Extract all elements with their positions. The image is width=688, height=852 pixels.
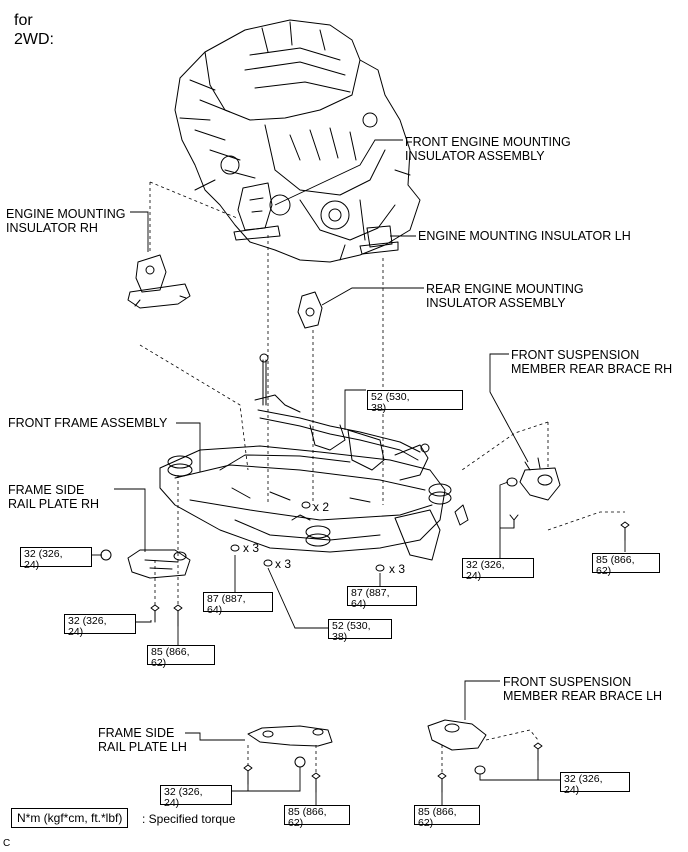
legend-unit-box: N*m (kgf*cm, ft.*lbf) bbox=[11, 808, 129, 828]
torque-value-cont: 24) bbox=[24, 559, 40, 571]
torque-value-cont: 24) bbox=[564, 784, 580, 796]
torque-value: 52 (530, bbox=[332, 620, 371, 632]
torque-value: 32 (326, bbox=[466, 559, 505, 571]
torque-box-85-brace-rh: 85 (866, 62) bbox=[592, 553, 660, 577]
label-front-susp-brace-rh-1: FRONT SUSPENSION bbox=[511, 348, 640, 362]
torque-value: 85 (866, bbox=[151, 646, 190, 658]
torque-value-cont: 62) bbox=[596, 565, 612, 577]
torque-box-32-rail-lh: 32 (326, 24) bbox=[160, 785, 232, 809]
torque-value-cont: 64) bbox=[351, 598, 367, 610]
torque-value-cont: 38) bbox=[332, 631, 348, 643]
torque-box-85-rail-lh: 85 (866, 62) bbox=[284, 805, 350, 829]
label-rear-engine-mounting-1: REAR ENGINE MOUNTING bbox=[426, 282, 584, 296]
torque-box-85-brace-lh: 85 (866, 62) bbox=[414, 805, 480, 829]
torque-box-52-lower: 52 (530, 38) bbox=[328, 619, 392, 643]
figure-reference: C bbox=[3, 838, 11, 849]
torque-value: 32 (326, bbox=[68, 615, 107, 627]
torque-box-85-rail-rh: 85 (866, 62) bbox=[147, 645, 215, 669]
torque-value: 87 (887, bbox=[351, 587, 390, 599]
front-suspension-member-rear-brace-rh-drawing bbox=[506, 457, 561, 529]
rear-engine-mounting-insulator-drawing bbox=[297, 291, 323, 329]
torque-value: 87 (887, bbox=[207, 593, 246, 605]
alignment-lines bbox=[139, 181, 625, 772]
leader-lines bbox=[92, 139, 626, 805]
label-front-engine-mounting-2: INSULATOR ASSEMBLY bbox=[405, 149, 545, 163]
label-rear-engine-mounting-2: INSULATOR ASSEMBLY bbox=[426, 296, 566, 310]
qty-x3-left: x 3 bbox=[243, 541, 260, 555]
engine-mounting-insulator-rh-drawing bbox=[127, 254, 191, 309]
frame-side-rail-plate-rh-drawing bbox=[100, 549, 191, 579]
torque-box-32-brace-lh: 32 (326, 24) bbox=[560, 772, 630, 796]
label-front-susp-brace-rh-2: MEMBER REAR BRACE RH bbox=[511, 362, 673, 376]
qty-x3-center: x 3 bbox=[275, 557, 292, 571]
torque-value: 85 (866, bbox=[288, 806, 327, 818]
variant-label-line1: for bbox=[14, 12, 33, 29]
variant-label-line2: 2WD: bbox=[14, 31, 54, 48]
torque-value-cont: 24) bbox=[68, 626, 84, 638]
torque-value-cont: 38) bbox=[371, 402, 387, 414]
label-front-frame-assembly: FRONT FRAME ASSEMBLY bbox=[8, 416, 168, 430]
label-frame-side-rail-lh-2: RAIL PLATE LH bbox=[98, 740, 187, 754]
torque-box-32-rail-rh-bottom: 32 (326, 24) bbox=[64, 614, 136, 638]
qty-x3-right: x 3 bbox=[389, 562, 406, 576]
torque-value: 32 (326, bbox=[564, 773, 603, 785]
torque-value: 32 (326, bbox=[24, 548, 63, 560]
qty-x2: x 2 bbox=[313, 500, 330, 514]
label-engine-mounting-lh: ENGINE MOUNTING INSULATOR LH bbox=[418, 229, 631, 243]
torque-value-cont: 64) bbox=[207, 604, 223, 616]
label-front-engine-mounting-1: FRONT ENGINE MOUNTING bbox=[405, 135, 571, 149]
torque-value: 85 (866, bbox=[596, 554, 635, 566]
torque-value-cont: 24) bbox=[164, 797, 180, 809]
frame-side-rail-plate-lh-drawing bbox=[247, 725, 333, 768]
front-suspension-member-rear-brace-lh-drawing bbox=[427, 719, 487, 775]
torque-value: 52 (530, bbox=[371, 391, 410, 403]
label-frame-side-rail-rh-2: RAIL PLATE RH bbox=[8, 497, 99, 511]
label-engine-mounting-rh-2: INSULATOR RH bbox=[6, 221, 98, 235]
torque-value-cont: 62) bbox=[288, 817, 304, 829]
label-frame-side-rail-rh-1: FRAME SIDE bbox=[8, 483, 85, 497]
torque-value-cont: 24) bbox=[466, 570, 482, 582]
label-engine-mounting-rh-1: ENGINE MOUNTING bbox=[6, 207, 126, 221]
torque-box-87-right: 87 (887, 64) bbox=[347, 586, 417, 610]
label-front-susp-brace-lh-2: MEMBER REAR BRACE LH bbox=[503, 689, 663, 703]
bolts bbox=[150, 501, 630, 793]
front-frame-assembly-drawing bbox=[159, 353, 469, 561]
torque-value: 85 (866, bbox=[418, 806, 457, 818]
torque-value: 32 (326, bbox=[164, 786, 203, 798]
engine-assembly-drawing bbox=[174, 19, 421, 263]
legend-description: : Specified torque bbox=[142, 812, 236, 826]
torque-value-cont: 62) bbox=[151, 657, 167, 669]
torque-box-52-upper: 52 (530, 38) bbox=[367, 390, 463, 414]
label-frame-side-rail-lh-1: FRAME SIDE bbox=[98, 726, 175, 740]
torque-box-32-rail-rh-left: 32 (326, 24) bbox=[20, 547, 92, 571]
torque-box-32-brace-rh: 32 (326, 24) bbox=[462, 558, 534, 582]
label-front-susp-brace-lh-1: FRONT SUSPENSION bbox=[503, 675, 632, 689]
torque-value-cont: 62) bbox=[418, 817, 434, 829]
torque-box-87-left: 87 (887, 64) bbox=[203, 592, 273, 616]
